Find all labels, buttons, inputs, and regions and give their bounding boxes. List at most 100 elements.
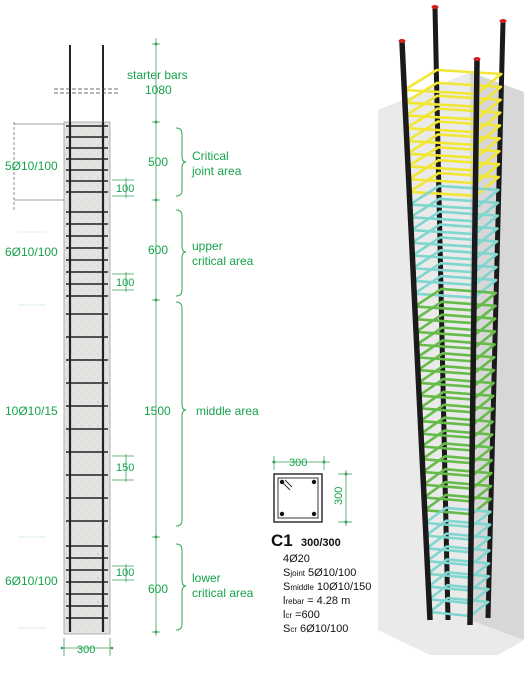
zone-lower-line2: critical area [192,586,254,600]
spec-sjoint-sub: joint [289,569,305,578]
spec-scr-symbol: S [283,623,290,635]
starter-bars-label: starter bars [127,68,188,82]
render-stirrup [407,171,501,198]
render-stirrup [416,352,496,376]
zone-upper-line1: upper [192,239,223,253]
render-stirrup [425,532,492,554]
zone-critical-line2: joint area [191,164,242,178]
render-stirrup [414,300,497,325]
column-3d-render [378,5,524,655]
spec-smiddle-symbol: S [283,581,290,593]
render-stirrup [414,313,497,338]
spec-lrebar-symbol: l [283,595,285,607]
render-stirrup [409,210,500,236]
spec-lrebar-value: = 4.28 m [307,595,350,607]
render-stirrup [411,236,499,261]
svg-text:lcr=600: lcr=600 [283,609,320,621]
render-stirrup [404,94,502,121]
render-stirrup [417,377,495,401]
render-stirrup [406,145,501,172]
section-width: 300 [289,457,307,469]
spacing-dims [112,178,134,582]
dim-600-upper: 600 [148,243,168,257]
column-elevation [13,45,118,635]
bottom-width-dimension: 300 [60,638,114,656]
render-stirrup [408,184,500,210]
render-stirrup [403,68,503,96]
zone-braces [175,127,187,631]
render-stirrup [404,107,502,134]
zone-upper-line2: critical area [192,254,254,268]
render-stirrup [415,339,496,363]
dim-100-lower: 100 [116,567,134,579]
zone-critical-line1: Critical [192,149,229,163]
render-stirrup [427,583,490,605]
bar-cap-icon [473,57,481,61]
dim-600-lower: 600 [148,582,168,596]
dim-1500: 1500 [144,404,171,418]
elevation-stirrups [66,125,108,619]
render-stirrup [412,274,498,300]
render-stirrup [417,364,496,389]
render-stirrup [420,429,494,452]
starter-bars-length: 1080 [145,83,172,97]
render-stirrup [405,120,502,147]
label-middle-stirrups: 10Ø10/15 [5,404,58,418]
spec-scr-sub: cr [290,625,297,634]
render-stirrup [421,455,493,478]
render-stirrup [415,326,497,350]
spec-lcr-value: =600 [295,609,320,621]
render-stirrup [411,248,499,274]
section-height: 300 [333,487,345,505]
render-stirrup [422,467,493,490]
cross-section: 300 300 [272,456,352,526]
spec-sjoint-value: 5Ø10/100 [308,567,356,579]
render-stirrup [412,261,498,287]
spec-sjoint-symbol: S [283,567,290,579]
render-stirrup [409,197,500,223]
spec-lcr-sub: cr [285,611,292,620]
render-stirrup [426,558,491,580]
render-stirrup [407,158,501,185]
render-stirrup [425,545,491,567]
render-stirrup [423,493,493,516]
render-stirrup [423,506,492,529]
bar-cap-icon [431,5,439,9]
bottom-width-value: 300 [77,644,95,656]
render-stirrup [403,81,503,109]
render-stirrup [418,390,495,414]
spec-smiddle-value: 10Ø10/150 [317,581,371,593]
column-name: C1 [271,531,293,550]
dim-500: 500 [148,155,168,169]
dim-100-joint: 100 [116,183,134,195]
label-joint-stirrups: 5Ø10/100 [5,159,58,173]
spec-scr-value: 6Ø10/100 [300,623,348,635]
zone-middle: middle area [196,404,259,418]
render-stirrup [427,570,491,592]
render-stirrups [403,68,503,618]
spec-bars: 4Ø20 [283,553,310,565]
render-stirrup [406,133,501,159]
bar-cap-icon [398,39,406,43]
dim-100-upper: 100 [116,277,134,289]
render-stirrup [420,442,494,465]
spec-lcr-symbol: l [283,609,285,621]
render-stirrup [410,223,499,249]
dim-150-middle: 150 [116,462,134,474]
render-stirrup [419,416,494,440]
render-stirrup [419,403,495,427]
render-stirrup [413,287,498,312]
spec-lrebar-sub: rebar [285,597,304,606]
render-stirrup [428,596,490,618]
svg-text:lrebar= 4.28 m: lrebar= 4.28 m [283,595,350,607]
bar-cap-icon [499,19,507,23]
render-stirrup [424,519,492,541]
label-upper-stirrups: 6Ø10/100 [5,245,58,259]
zone-lower-line1: lower [192,571,221,585]
column-size: 300/300 [301,537,341,549]
